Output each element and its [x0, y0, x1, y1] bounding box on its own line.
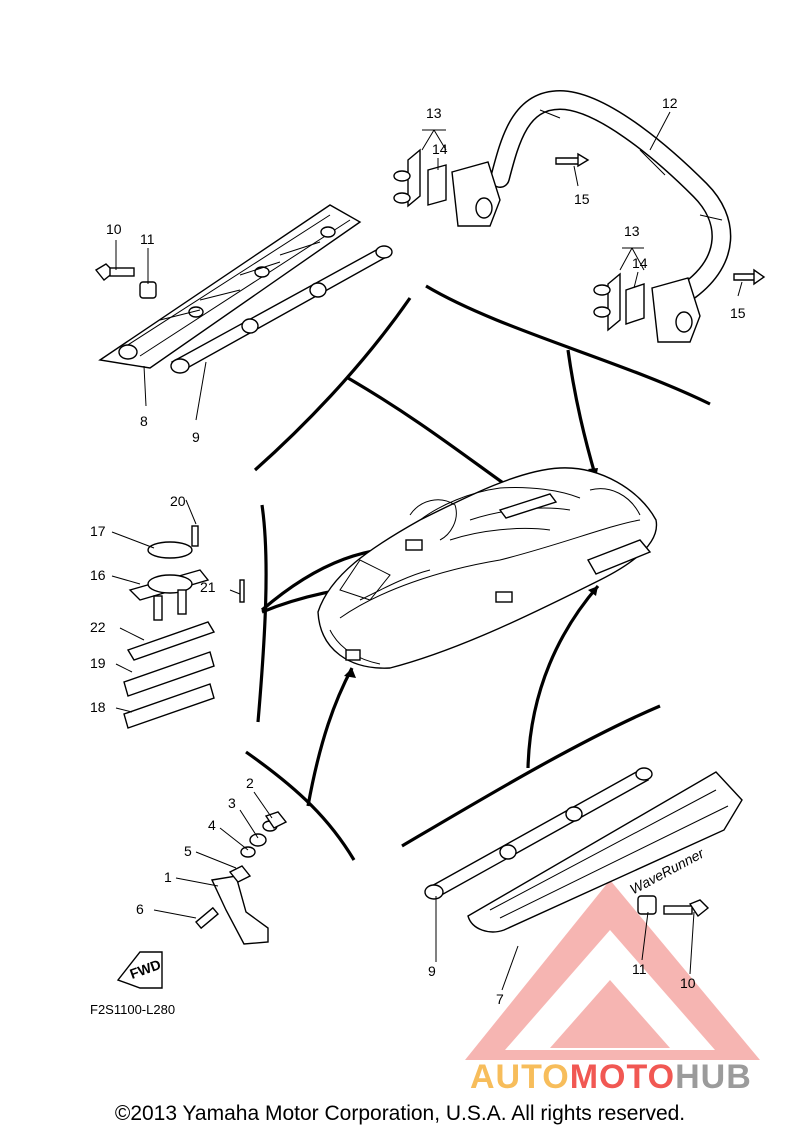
part-8-step-plate: [98, 204, 362, 369]
watermark-triangle: [465, 880, 760, 1060]
label-17: 17: [90, 523, 106, 539]
lower-fwd-bracket: [195, 811, 288, 945]
part-10-11-bolt-collar-upper: [94, 263, 157, 299]
svg-text:AUTOMOTOHUB: AUTOMOTOHUB: [470, 1058, 752, 1096]
label-9b: 9: [428, 963, 436, 979]
watermark-logo: AUTOMOTOHUB: [470, 1058, 752, 1096]
part-labels: 10 11 8 9 13 14 15 12 13 14 15 20 17 16 …: [90, 95, 746, 1017]
label-14: 14: [432, 141, 448, 157]
label-6: 6: [136, 901, 144, 917]
label-4: 4: [208, 817, 216, 833]
fwd-arrow: FWD: [116, 951, 163, 989]
label-22: 22: [90, 619, 106, 635]
label-11b: 11: [632, 961, 647, 977]
watermark-moto: MOTO: [570, 1058, 675, 1096]
part-12-handle-bar: [490, 89, 732, 300]
label-9: 9: [192, 429, 200, 445]
label-10: 10: [106, 221, 122, 237]
part-10-11-bolt-collar-lower: [637, 895, 710, 918]
upper-bracket-set: [393, 148, 590, 227]
label-13: 13: [426, 105, 442, 121]
label-15: 15: [574, 191, 590, 207]
label-14b: 14: [632, 255, 648, 271]
label-11: 11: [140, 231, 155, 247]
copyright-text: ©2013 Yamaha Motor Corporation, U.S.A. A…: [114, 1102, 686, 1125]
watermark-hub: HUB: [675, 1058, 752, 1096]
label-5: 5: [184, 843, 192, 859]
part-9-rod-upper: [170, 245, 393, 374]
label-16: 16: [90, 567, 106, 583]
label-19: 19: [90, 655, 106, 671]
part-9-rod-lower: [424, 767, 653, 900]
label-15b: 15: [730, 305, 746, 321]
label-2: 2: [246, 775, 254, 791]
label-10b: 10: [680, 975, 696, 991]
label-1: 1: [164, 869, 172, 885]
label-20: 20: [170, 493, 186, 509]
watermark-auto: AUTO: [470, 1058, 570, 1096]
label-8: 8: [140, 413, 148, 429]
lower-bracket-set: [593, 268, 766, 343]
label-leaders: [111, 111, 743, 991]
section-lines: [245, 284, 711, 861]
label-12: 12: [662, 95, 678, 111]
label-18: 18: [90, 699, 106, 715]
diagram-code: F2S1100-L280: [90, 1002, 175, 1017]
leader-arrows: [260, 349, 600, 807]
label-7: 7: [496, 991, 504, 1007]
label-3: 3: [228, 795, 236, 811]
label-13b: 13: [624, 223, 640, 239]
cleat-assembly: [123, 525, 245, 729]
label-21: 21: [200, 579, 216, 595]
watercraft-illustration: [317, 467, 658, 669]
